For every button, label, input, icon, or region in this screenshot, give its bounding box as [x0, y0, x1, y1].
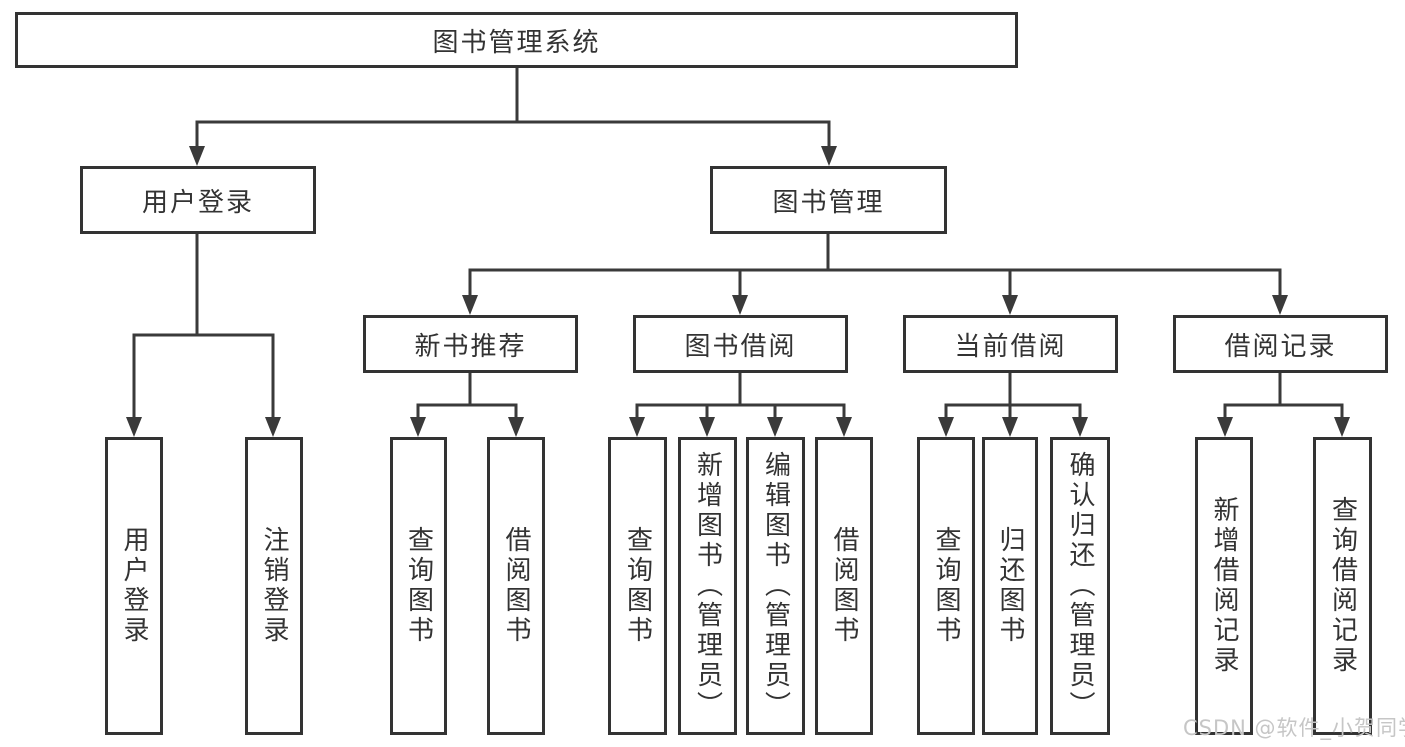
node-label: 查询图书: [931, 526, 961, 646]
leaf-records-query-record: 查询借阅记录: [1313, 437, 1372, 735]
node-label: 查询图书: [622, 526, 653, 646]
leaf-current-query-books: 查询图书: [917, 437, 975, 735]
leaf-user-login: 用户登录: [105, 437, 163, 735]
arrowhead-icon: [1072, 417, 1088, 437]
arrowhead-icon: [1002, 417, 1018, 437]
arrowhead-icon: [126, 417, 142, 437]
arrowhead-icon: [938, 417, 954, 437]
node-label: 图书管理: [772, 187, 885, 218]
arrowhead-icon: [821, 146, 837, 166]
leaf-current-return-books: 归还图书: [982, 437, 1038, 735]
node-label: 编辑图书（管理员）: [760, 451, 791, 721]
arrowhead-icon: [699, 417, 715, 437]
node-label: 图书借阅: [684, 331, 797, 362]
arrowhead-icon: [189, 146, 205, 166]
arrowhead-icon: [836, 417, 852, 437]
connector-records-to-leaves: [1217, 371, 1350, 437]
node-label: 确认归还（管理员）: [1065, 451, 1095, 721]
leaf-recommend-borrow-books: 借阅图书: [487, 437, 545, 735]
arrowhead-icon: [508, 417, 524, 437]
node-user-login: 用户登录: [80, 166, 316, 234]
node-label: 新书推荐: [414, 331, 527, 362]
arrowhead-icon: [265, 417, 281, 437]
arrowhead-icon: [767, 417, 783, 437]
arrowhead-icon: [732, 295, 748, 315]
node-label: 用户登录: [119, 526, 149, 646]
leaf-records-add-record: 新增借阅记录: [1195, 437, 1253, 735]
node-label: 借阅记录: [1224, 331, 1337, 362]
leaf-borrow-edit-books-admin: 编辑图书（管理员）: [746, 437, 805, 735]
leaf-borrow-borrow-books: 借阅图书: [815, 437, 873, 735]
arrowhead-icon: [1334, 417, 1350, 437]
node-label: 借阅图书: [829, 526, 859, 646]
node-label: 当前借阅: [954, 331, 1067, 362]
leaf-borrow-add-books-admin: 新增图书（管理员）: [678, 437, 737, 735]
csdn-watermark: CSDN @软件_小贺同学: [1183, 716, 1405, 740]
node-new-book-recommend: 新书推荐: [363, 315, 578, 373]
node-label: 用户登录: [141, 187, 254, 218]
node-label: 查询图书: [403, 526, 434, 646]
node-current-borrow: 当前借阅: [903, 315, 1118, 373]
connector-book-mgmt-to-level3: [462, 232, 1288, 315]
arrowhead-icon: [410, 417, 426, 437]
node-label: 新增借阅记录: [1209, 496, 1239, 676]
connector-current-to-leaves: [938, 371, 1088, 437]
connector-borrow-to-leaves: [629, 371, 852, 437]
leaf-current-confirm-return-admin: 确认归还（管理员）: [1050, 437, 1110, 735]
arrowhead-icon: [1002, 295, 1018, 315]
node-label: 借阅图书: [501, 526, 531, 646]
node-label: 归还图书: [995, 526, 1025, 646]
node-label: 查询借阅记录: [1327, 496, 1358, 676]
leaf-borrow-query-books: 查询图书: [608, 437, 667, 735]
leaf-logout: 注销登录: [245, 437, 303, 735]
node-label: 注销登录: [259, 526, 289, 646]
node-book-management: 图书管理: [710, 166, 947, 234]
arrowhead-icon: [462, 295, 478, 315]
arrowhead-icon: [629, 417, 645, 437]
arrowhead-icon: [1272, 295, 1288, 315]
node-borrow-records: 借阅记录: [1173, 315, 1388, 373]
connector-root-to-level2: [189, 66, 837, 166]
connector-user-login-to-leaves: [126, 232, 281, 437]
node-book-borrow: 图书借阅: [633, 315, 848, 373]
arrowhead-icon: [1217, 417, 1233, 437]
node-root-system: 图书管理系统: [15, 12, 1018, 68]
node-label: 图书管理系统: [432, 27, 601, 58]
leaf-recommend-query-books: 查询图书: [390, 437, 447, 735]
connector-recommend-to-leaves: [410, 371, 524, 437]
node-label: 新增图书（管理员）: [692, 451, 723, 721]
